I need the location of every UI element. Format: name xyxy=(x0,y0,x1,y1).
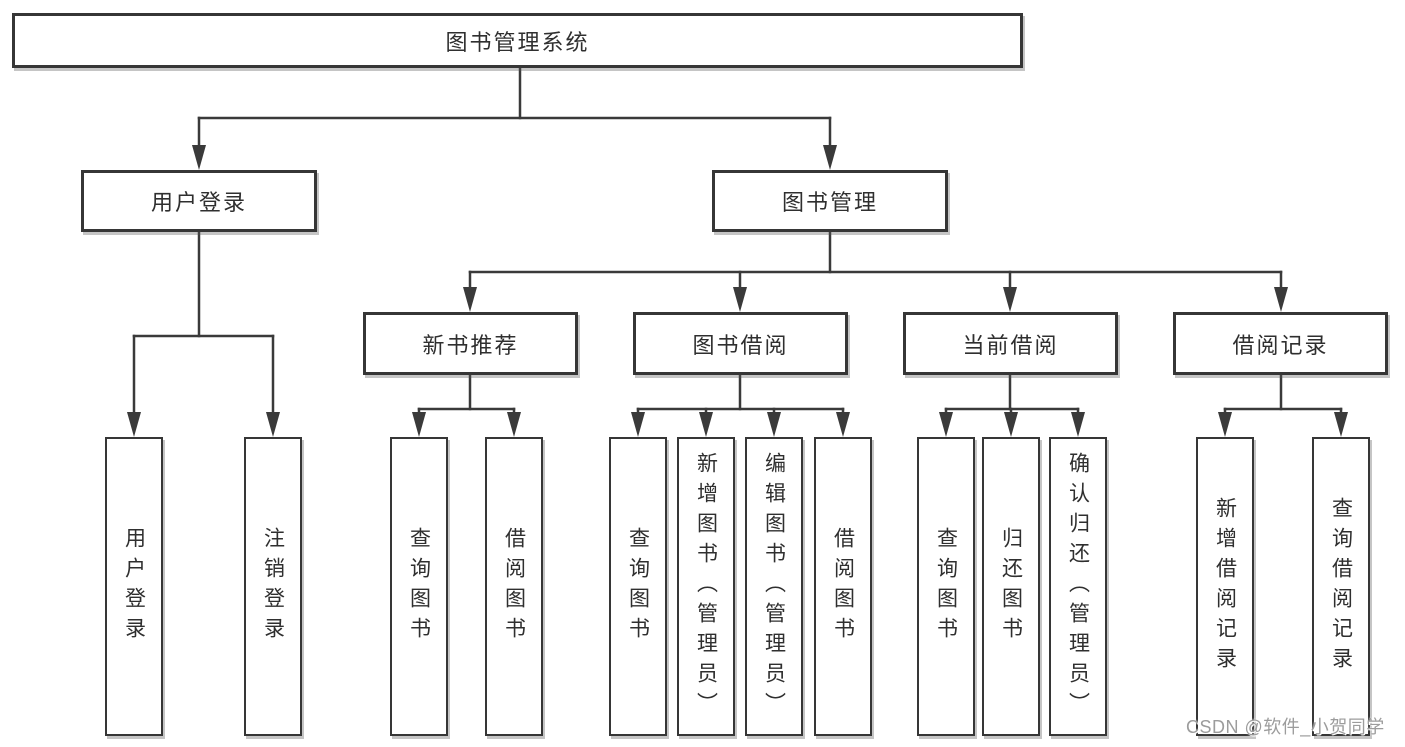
leaf-user-login-label: 用户登录 xyxy=(122,526,146,647)
leaf-add-borrow-record-label: 新增借阅记录 xyxy=(1213,496,1237,677)
node-book-management-label: 图书管理 xyxy=(781,190,878,215)
watermark: CSDN @软件_小贺同学 xyxy=(1186,717,1385,737)
node-current-borrowing: 当前借阅 xyxy=(903,312,1118,375)
connector-root-to-level2 xyxy=(192,66,837,170)
leaf-borrowing-query-books-label: 查询图书 xyxy=(626,526,650,647)
leaf-logout-label: 注销登录 xyxy=(261,526,285,647)
leaf-borrowing-query-books: 查询图书 xyxy=(609,437,667,736)
connector-user-login-subtree xyxy=(127,230,280,437)
leaf-user-login: 用户登录 xyxy=(105,437,163,736)
leaf-query-borrow-record-label: 查询借阅记录 xyxy=(1329,496,1353,677)
node-user-login: 用户登录 xyxy=(81,170,317,232)
leaf-logout: 注销登录 xyxy=(244,437,302,736)
leaf-recommend-borrow-books: 借阅图书 xyxy=(485,437,543,736)
node-book-management: 图书管理 xyxy=(712,170,948,232)
node-library-system-label: 图书管理系统 xyxy=(445,29,590,55)
connector-new-book-recommend-subtree xyxy=(412,373,521,437)
leaf-recommend-query-books-label: 查询图书 xyxy=(407,526,431,647)
leaf-recommend-query-books: 查询图书 xyxy=(390,437,448,736)
node-borrow-records: 借阅记录 xyxy=(1173,312,1388,375)
leaf-recommend-borrow-books-label: 借阅图书 xyxy=(502,526,526,647)
leaf-return-books-label: 归还图书 xyxy=(999,526,1023,647)
leaf-return-books: 归还图书 xyxy=(982,437,1040,736)
node-current-borrowing-label: 当前借阅 xyxy=(962,332,1059,358)
leaf-current-query-books-label: 查询图书 xyxy=(934,526,958,647)
node-book-borrowing: 图书借阅 xyxy=(633,312,848,375)
node-borrow-records-label: 借阅记录 xyxy=(1232,332,1329,358)
node-new-book-recommend-label: 新书推荐 xyxy=(422,332,519,358)
leaf-query-borrow-record: 查询借阅记录 xyxy=(1312,437,1370,736)
leaf-borrowing-borrow-books-label: 借阅图书 xyxy=(831,526,855,647)
connector-book-management-to-level3 xyxy=(463,230,1288,312)
leaf-edit-books-admin: 编辑图书（管理员） xyxy=(745,437,803,736)
connector-borrow-records-subtree xyxy=(1218,373,1348,437)
leaf-add-books-admin: 新增图书（管理员） xyxy=(677,437,735,736)
leaf-confirm-return-admin-label: 确认归还（管理员） xyxy=(1066,451,1090,722)
leaf-confirm-return-admin: 确认归还（管理员） xyxy=(1049,437,1107,736)
leaf-add-books-admin-label: 新增图书（管理员） xyxy=(694,451,718,722)
leaf-current-query-books: 查询图书 xyxy=(917,437,975,736)
node-new-book-recommend: 新书推荐 xyxy=(363,312,578,375)
leaf-borrowing-borrow-books: 借阅图书 xyxy=(814,437,872,736)
node-book-borrowing-label: 图书借阅 xyxy=(692,332,789,358)
node-library-system: 图书管理系统 xyxy=(12,13,1023,68)
leaf-edit-books-admin-label: 编辑图书（管理员） xyxy=(762,451,786,722)
leaf-add-borrow-record: 新增借阅记录 xyxy=(1196,437,1254,736)
connector-current-borrowing-subtree xyxy=(939,373,1085,437)
connector-book-borrowing-subtree xyxy=(631,373,850,437)
node-user-login-label: 用户登录 xyxy=(150,190,247,215)
